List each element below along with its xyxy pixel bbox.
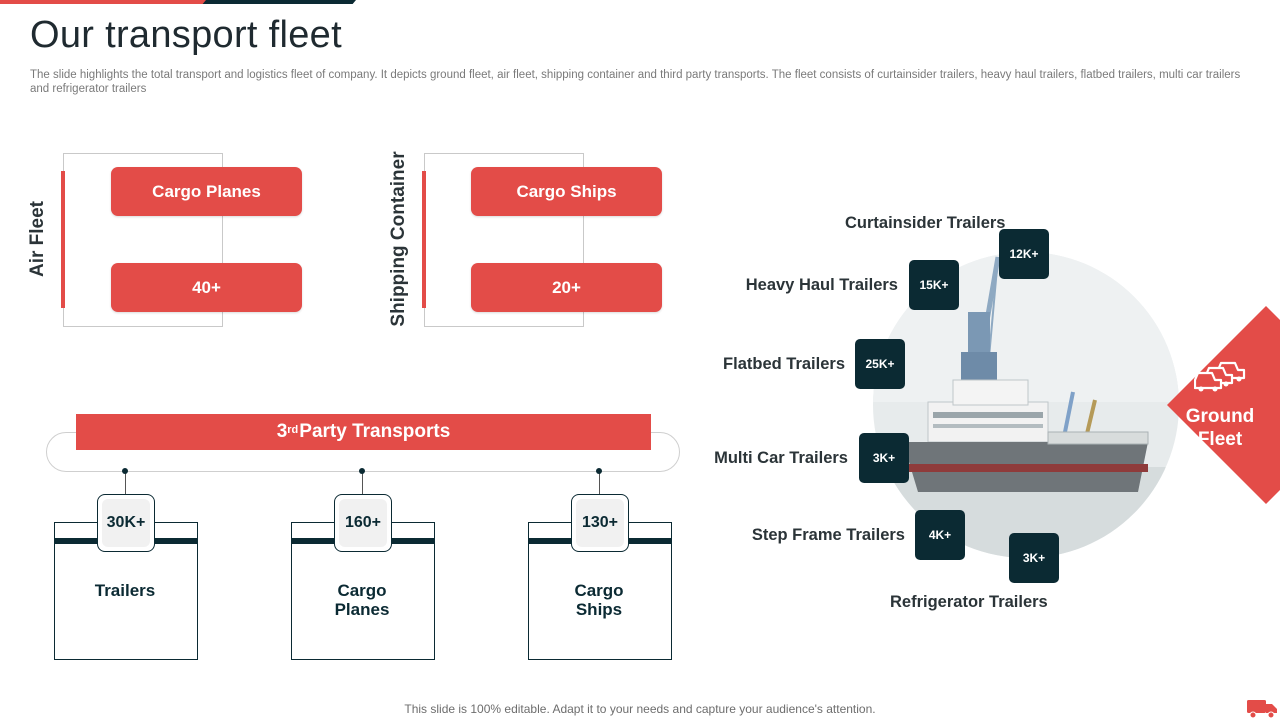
card-label: Cargo Ships xyxy=(574,581,624,619)
card-badge-value: 30K+ xyxy=(102,499,150,547)
card-connector xyxy=(599,471,600,495)
trailer-value-refrigerator: 3K+ xyxy=(1009,533,1059,583)
ground-fleet-label: Ground Fleet xyxy=(1172,405,1268,451)
shipping-item: Cargo Ships xyxy=(471,167,662,216)
third-party-title-text: Party Transports xyxy=(299,421,451,442)
trailer-value-multi-car: 3K+ xyxy=(859,433,909,483)
trailer-label-step-frame: Step Frame Trailers xyxy=(751,526,905,544)
ground-fleet-label-line2: Fleet xyxy=(1197,429,1243,450)
third-party-title-num: 3 xyxy=(276,421,288,442)
footer-note: This slide is 100% editable. Adapt it to… xyxy=(404,702,876,716)
trailer-value-curtainsider: 12K+ xyxy=(999,229,1049,279)
card-badge-value: 160+ xyxy=(339,499,387,547)
air-fleet-value: 40+ xyxy=(111,263,302,312)
trailer-value-heavy-haul: 15K+ xyxy=(909,260,959,310)
card-label: Trailers xyxy=(94,581,156,600)
card-badge: 130+ xyxy=(571,494,629,552)
air-fleet-accent-line xyxy=(61,171,65,308)
air-fleet-item: Cargo Planes xyxy=(111,167,302,216)
shipping-value: 20+ xyxy=(471,263,662,312)
card-badge-value: 130+ xyxy=(576,499,624,547)
trailer-label-flatbed: Flatbed Trailers xyxy=(723,355,845,373)
air-fleet-label: Air Fleet xyxy=(27,200,48,278)
top-accent-red xyxy=(0,0,210,4)
card-connector-dot xyxy=(359,468,365,474)
page-title: Our transport fleet xyxy=(30,14,342,56)
trailer-value-step-frame: 4K+ xyxy=(915,510,965,560)
trailer-value-flatbed: 25K+ xyxy=(855,339,905,389)
card-connector-dot xyxy=(122,468,128,474)
card-badge: 30K+ xyxy=(97,494,155,552)
trailer-label-multi-car: Multi Car Trailers xyxy=(714,449,848,467)
ground-fleet-label-line1: Ground xyxy=(1185,406,1255,427)
trailer-label-heavy-haul: Heavy Haul Trailers xyxy=(745,276,898,294)
trailer-label-curtainsider: Curtainsider Trailers xyxy=(845,214,1006,232)
page-subtitle: The slide highlights the total transport… xyxy=(30,69,1241,95)
card-connector xyxy=(125,471,126,495)
card-badge: 160+ xyxy=(334,494,392,552)
card-connector-dot xyxy=(596,468,602,474)
cars-icon xyxy=(1194,361,1246,392)
shipping-container-label: Shipping Container xyxy=(388,151,409,327)
third-party-title-sup: rd xyxy=(287,424,299,436)
top-accent-dark xyxy=(202,0,356,4)
truck-icon xyxy=(1247,700,1277,719)
trailer-label-refrigerator: Refrigerator Trailers xyxy=(890,593,1048,611)
shipping-accent-line xyxy=(422,171,426,308)
card-label: Cargo Planes xyxy=(334,581,390,619)
card-connector xyxy=(362,471,363,495)
